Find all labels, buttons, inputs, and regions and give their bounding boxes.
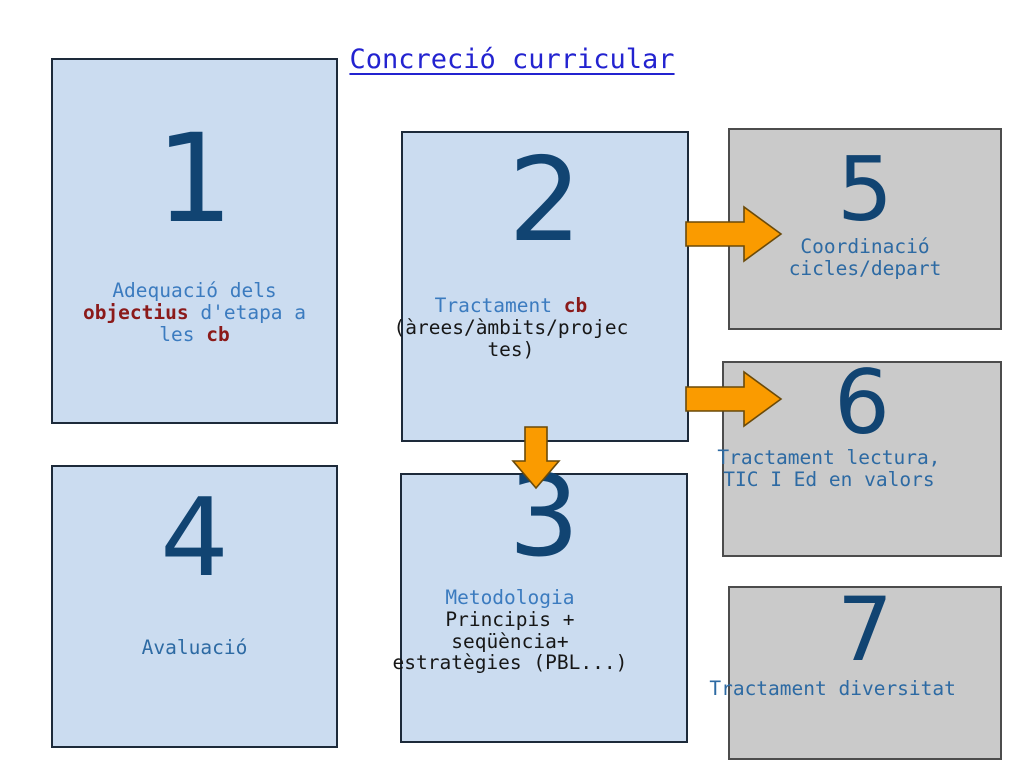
arrow-right-icon-2-to-6: [685, 370, 783, 428]
text-line: Principis +: [334, 607, 686, 631]
text-line: objectius d'etapa a: [53, 300, 336, 324]
text-run: Coordinació: [800, 235, 930, 258]
box-5-number: 5: [837, 138, 893, 241]
text-line: estratègies (PBL...): [334, 652, 686, 674]
text-line: cicles/depart: [730, 256, 1000, 280]
box-6-number: 6: [834, 351, 890, 454]
box-1-number: 1: [155, 108, 234, 250]
text-run: tes): [487, 337, 535, 361]
text-run: Metodologia: [445, 586, 575, 609]
text-run: Tractament lectura,: [717, 446, 941, 469]
text-run: Tractament: [434, 294, 564, 317]
box-4[interactable]: 4 Avaluació: [51, 465, 338, 748]
text-line: seqüència+: [334, 629, 686, 653]
text-run: Adequació dels: [112, 279, 277, 302]
text-run: estratègies (PBL...): [392, 651, 628, 675]
box-7[interactable]: 7 Tractament diversitat: [709, 578, 1002, 760]
text-line: TIC I Ed en valors: [658, 467, 1000, 491]
text-line: Tractament diversitat: [665, 678, 1000, 700]
text-line: (àrees/àmbits/projec: [335, 315, 687, 339]
box-2-number: 2: [508, 133, 582, 268]
box-4-text: Avaluació: [53, 637, 336, 659]
box-7-number: 7: [837, 578, 893, 681]
text-line: les cb: [53, 322, 336, 346]
text-line: tes): [335, 337, 687, 361]
text-run: les: [159, 322, 207, 346]
box-6-text: Tractament lectura,TIC I Ed en valors: [658, 447, 1000, 491]
box-7-text: Tractament diversitat: [665, 678, 1000, 700]
box-4-number: 4: [160, 476, 229, 601]
arrow-down-icon-2-to-3: [511, 426, 561, 490]
text-run: cb: [563, 294, 588, 317]
text-line: Tractament lectura,: [658, 447, 1000, 469]
text-run: Tractament diversitat: [709, 677, 956, 700]
text-run: cicles/depart: [788, 256, 942, 280]
text-run: cb: [206, 322, 230, 346]
text-line: Avaluació: [53, 637, 336, 659]
text-line: Adequació dels: [53, 280, 336, 302]
arrow-right-icon-2-to-5: [685, 205, 783, 263]
text-run: d'etapa a: [188, 300, 307, 324]
text-run: objectius: [82, 300, 189, 324]
text-run: TIC I Ed en valors: [723, 467, 935, 491]
page-title: Concreció curricular: [349, 44, 675, 75]
text-line: Coordinació: [730, 236, 1000, 258]
text-run: Principis +: [445, 607, 575, 631]
text-line: Metodologia: [334, 587, 686, 609]
text-run: Avaluació: [141, 636, 248, 659]
text-run: (àrees/àmbits/projec: [393, 315, 629, 339]
text-run: seqüència+: [451, 629, 569, 653]
text-line: Tractament cb: [335, 295, 687, 317]
